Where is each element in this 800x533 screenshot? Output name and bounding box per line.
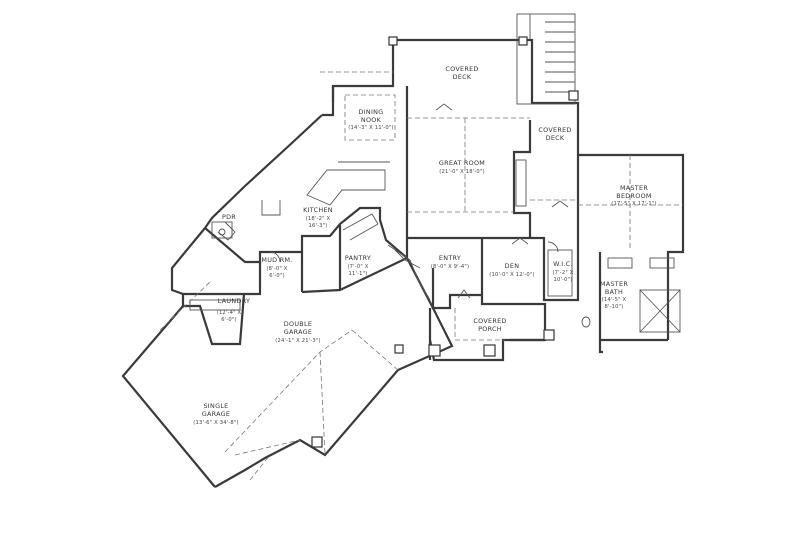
dim-pantry-2: 11'-1") xyxy=(348,271,367,277)
dim-master-bedroom: (17'-5" X 17'-1") xyxy=(611,201,656,207)
label-covered-deck-top-1: COVERED xyxy=(445,65,478,73)
dim-double-garage: (24'-1" X 21'-3") xyxy=(275,338,320,344)
label-laundry: LAUNDRY xyxy=(218,297,251,305)
label-master-bedroom-2: BEDROOM xyxy=(616,192,651,200)
dim-den: (10'-0" X 12'-0") xyxy=(489,272,534,278)
label-entry: ENTRY xyxy=(439,254,461,262)
columns xyxy=(311,36,579,448)
dim-master-bath-2: 8'-10") xyxy=(604,304,623,310)
label-covered-deck-right-1: COVERED xyxy=(538,126,571,134)
dim-wic-1: (7'-2" X xyxy=(552,270,573,276)
label-double-garage-2: GARAGE xyxy=(284,328,313,336)
dim-kitchen-2: 16'-3") xyxy=(308,223,327,229)
label-dining-nook-2: NOOK xyxy=(361,116,382,124)
label-dining-nook-1: DINING xyxy=(358,108,383,116)
walls xyxy=(121,38,685,488)
label-pdr: PDR xyxy=(222,213,236,221)
label-mud-rm: MUD RM. xyxy=(261,256,292,264)
dim-mud-rm-2: 6'-0") xyxy=(269,273,285,279)
dim-laundry-1: (12'-4" X xyxy=(217,310,242,316)
dim-pantry-1: (7'-0" X xyxy=(347,264,368,270)
dim-great-room: (21'-0" X 18'-0") xyxy=(439,169,484,175)
interior-details xyxy=(189,13,681,333)
dim-laundry-2: 6'-0") xyxy=(221,317,237,323)
label-covered-porch-2: PORCH xyxy=(478,325,502,333)
label-master-bath-2: BATH xyxy=(605,288,623,296)
label-covered-deck-right-2: DECK xyxy=(546,134,565,142)
label-double-garage-1: DOUBLE xyxy=(284,320,312,328)
dim-wic-2: 10'-0") xyxy=(553,277,572,283)
dim-master-bath-1: (14'-5" X xyxy=(602,297,627,303)
dim-mud-rm-1: (8'-0" X xyxy=(266,266,287,272)
label-pantry: PANTRY xyxy=(345,254,371,262)
dim-entry: (8'-0" X 9'-4") xyxy=(431,264,469,270)
label-master-bedroom-1: MASTER xyxy=(620,184,648,192)
dashed-lines xyxy=(159,71,683,481)
room-labels: COVERED DECK DINING NOOK (14'-3" X 11'-0… xyxy=(193,65,656,426)
dim-single-garage: (13'-6" X 34'-8") xyxy=(193,420,238,426)
label-single-garage-2: GARAGE xyxy=(202,410,231,418)
label-covered-deck-top-2: DECK xyxy=(453,73,472,81)
label-master-bath-1: MASTER xyxy=(600,280,628,288)
label-wic: W.I.C. xyxy=(553,260,573,268)
label-single-garage-1: SINGLE xyxy=(203,402,228,410)
label-great-room: GREAT ROOM xyxy=(439,159,485,167)
label-den: DEN xyxy=(505,262,520,270)
dim-kitchen-1: (18'-2" X xyxy=(306,216,331,222)
dim-dining-nook: (14'-3" X 11'-0") xyxy=(348,125,393,131)
label-covered-porch-1: COVERED xyxy=(473,317,506,325)
label-kitchen: KITCHEN xyxy=(303,206,333,214)
